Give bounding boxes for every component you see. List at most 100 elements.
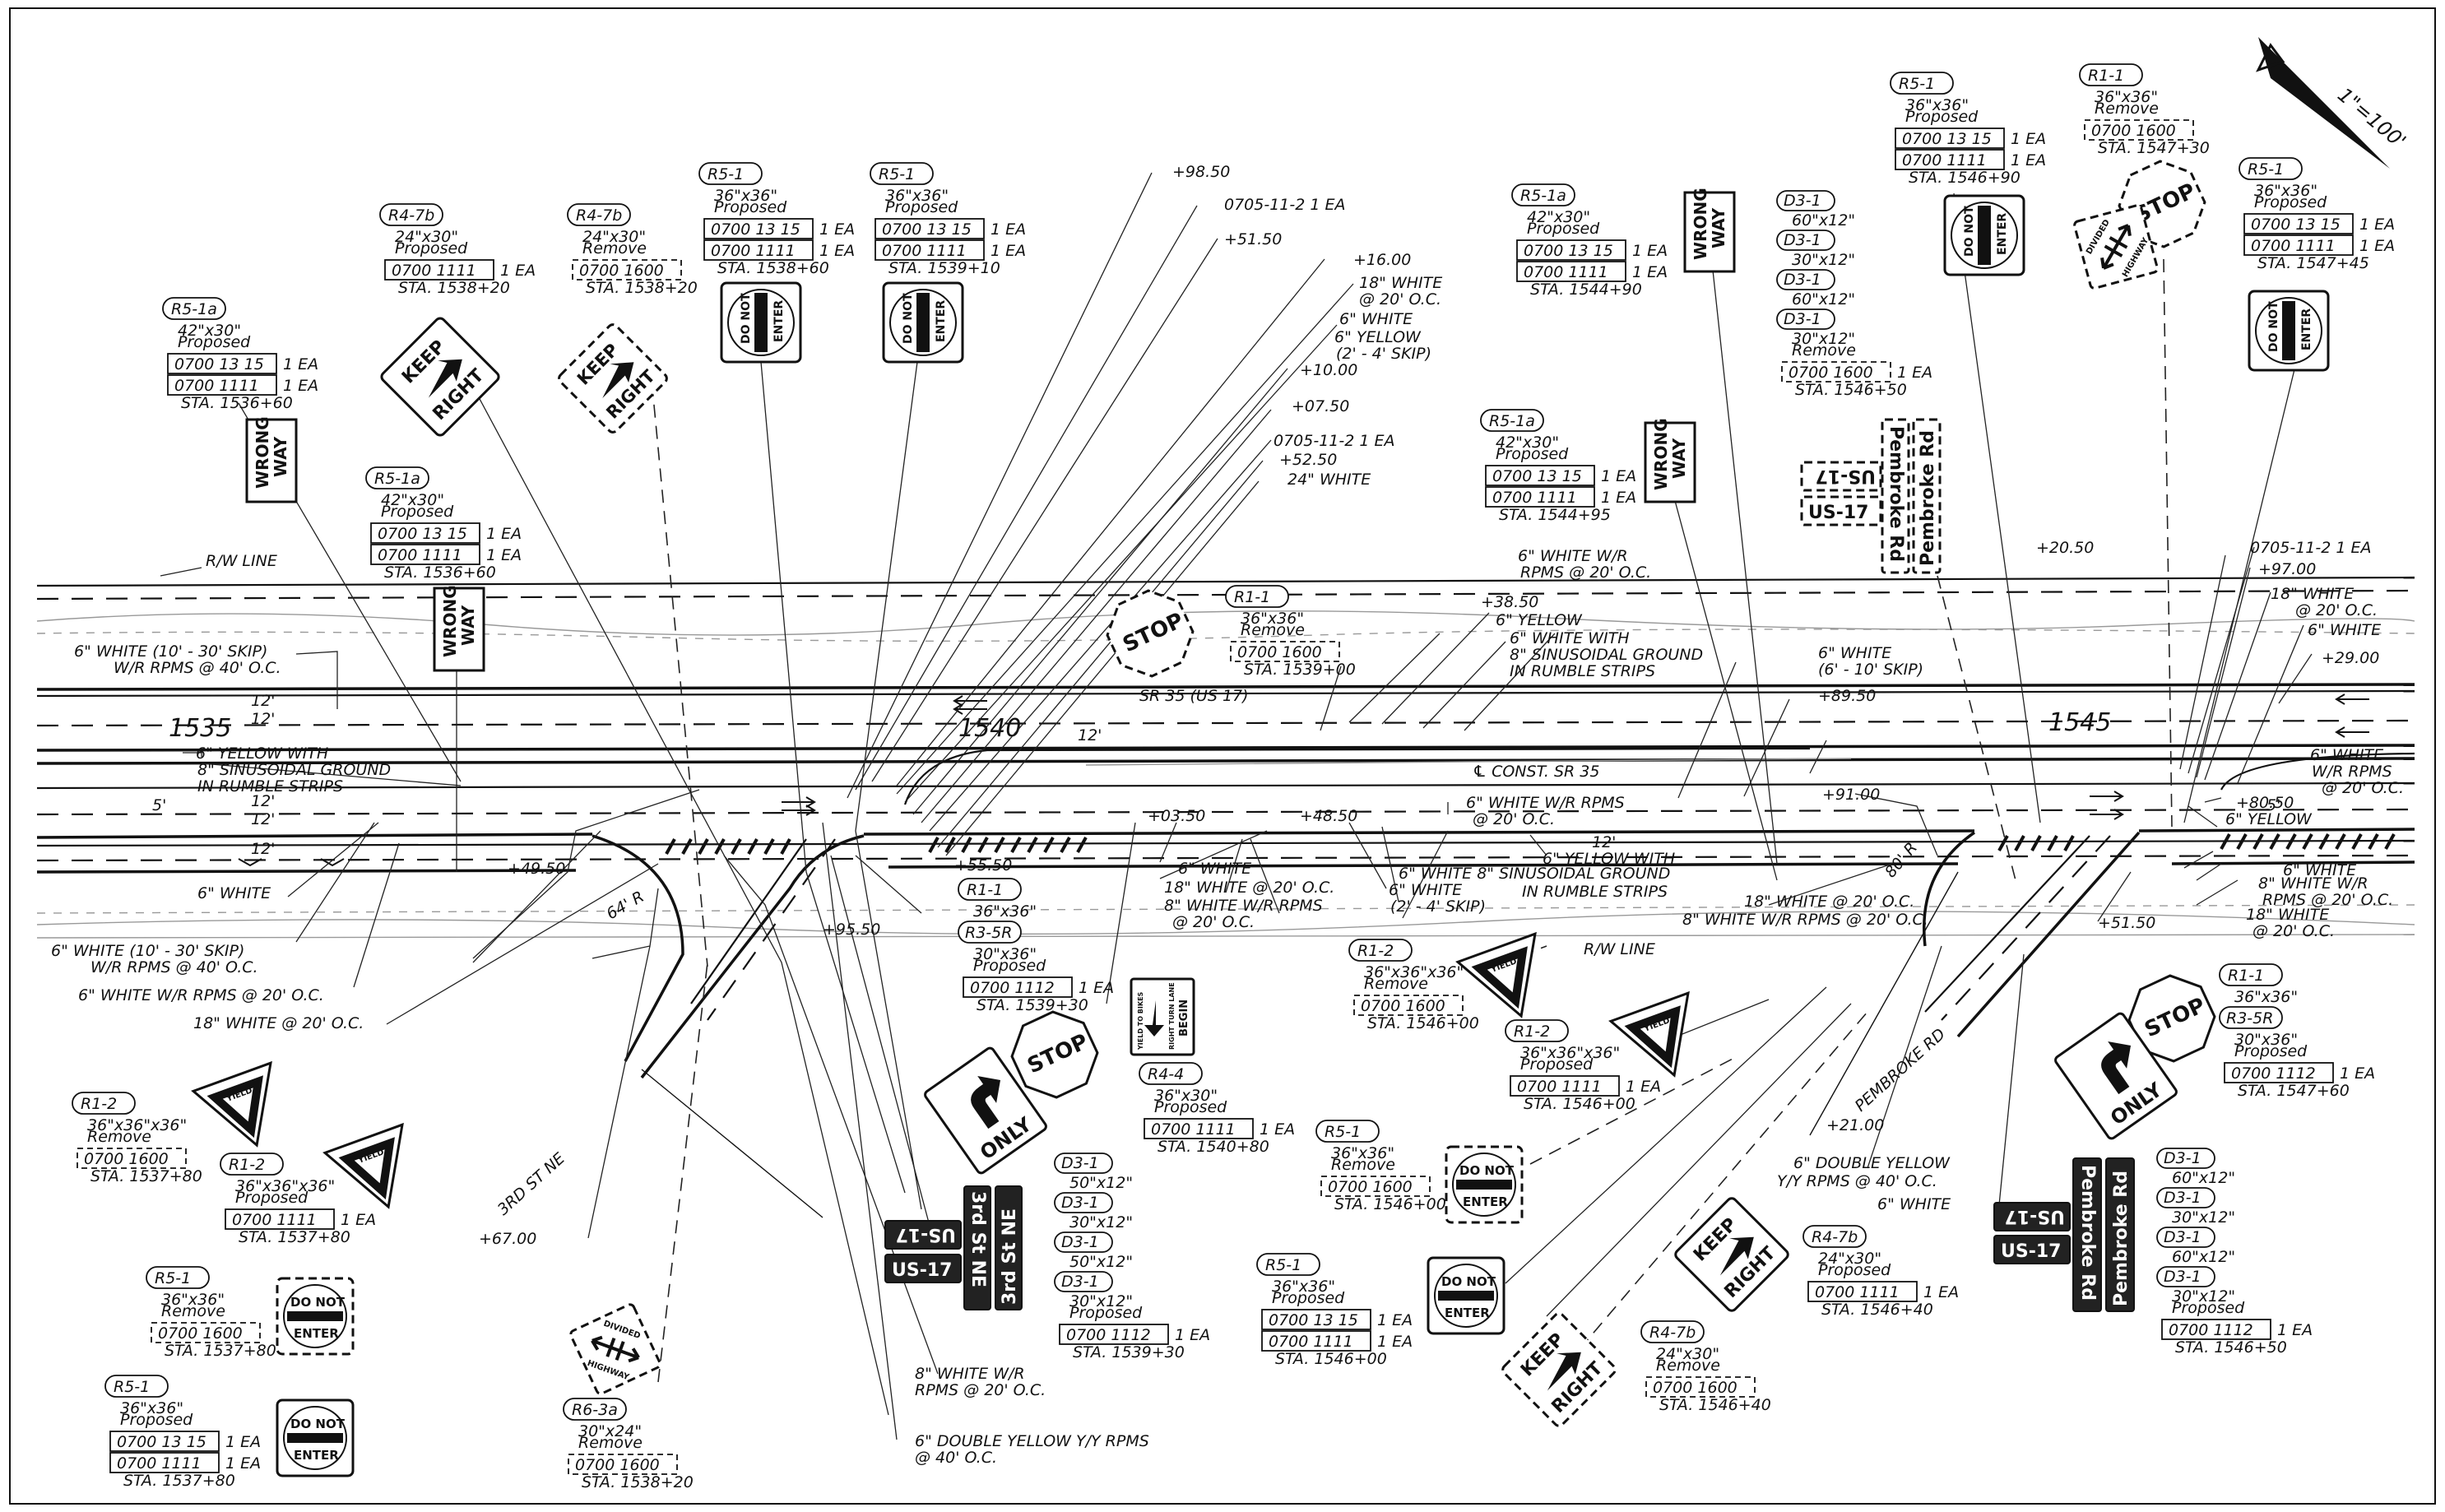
sign-code: R1-2 [81, 1095, 117, 1113]
quantity: 1 EA [500, 262, 536, 280]
pay-item-box [875, 218, 985, 239]
marking-label: +03.50 [1148, 807, 1205, 825]
sign-status: Proposed [1069, 1304, 1143, 1322]
north-arrow: 1"=100' [2256, 37, 2410, 169]
marking-label: RPMS @ 20' O.C. [1520, 564, 1651, 582]
us17-text: US-17 [2001, 1241, 2061, 1262]
pay-item-box [151, 1322, 261, 1343]
do-not-enter-sign: DO NOT ENTER [276, 1398, 355, 1477]
marking-label: 0705-11-2 1 EA [2250, 539, 2372, 557]
pay-item: 0700 1600 [1237, 643, 1322, 661]
station-text: STA. 1538+20 [586, 279, 698, 297]
sign-status: Remove [1331, 1156, 1395, 1174]
marking-label: 6" WHITE (10' - 30' SKIP) [74, 642, 267, 661]
pay-item: 0700 13 15 [2251, 216, 2341, 234]
station-text: STA. 1546+90 [1909, 169, 2020, 187]
do-not-enter-sign: DO NOT ENTER [720, 281, 802, 364]
pay-item: 0700 1111 [1492, 489, 1577, 507]
marking-label: +20.50 [2036, 539, 2094, 557]
sign-code: R5-1 [155, 1269, 191, 1287]
us17-text: US-17 [1816, 466, 1876, 486]
marking-label: 6" WHITE [197, 884, 271, 902]
marking-label: +51.50 [1224, 230, 1282, 248]
callout-c21: D3-150"x12"D3-130"x12"D3-150"x12"D3-130"… [1054, 1153, 1210, 1361]
third-st-text: 3rd St NE [1000, 1208, 1020, 1305]
marking-label: 6" YELLOW [2225, 810, 2313, 828]
pay-item-box [1516, 239, 1626, 261]
quantity: 1 EA [819, 242, 855, 260]
wrong-way-sign: WRONG WAY [1683, 188, 1736, 273]
sign-size: 30"x12" [1792, 330, 1855, 348]
sign-code-pill [2219, 963, 2283, 986]
quantity: 1 EA [2277, 1321, 2313, 1339]
marking-label: 6" DOUBLE YELLOW [1793, 1154, 1951, 1172]
sign-code-pill [1776, 230, 1835, 251]
station-text: STA. 1546+40 [1821, 1301, 1933, 1319]
sign-status: Proposed [2254, 193, 2327, 211]
marking-label: Y/Y RPMS @ 40' O.C. [1777, 1172, 1937, 1190]
sign-size: 36"x36" [1241, 610, 1304, 628]
marking-label: 8" SINUSOIDAL GROUND [1510, 646, 1703, 664]
sign-code: R4-7b [1812, 1228, 1858, 1246]
sign-code-pill [1256, 1253, 1320, 1276]
marking-labels: 6" WHITE (10' - 30' SKIP) W/R RPMS @ 40'… [51, 163, 2404, 1467]
sign-size: 60"x12" [2172, 1169, 2235, 1187]
station-text: STA. 1544+90 [1530, 281, 1642, 299]
sign-code: R1-2 [1357, 942, 1394, 960]
marking-label: +52.50 [1279, 451, 1337, 469]
pay-item: 0700 13 15 [1269, 1311, 1358, 1329]
lane-width: 12' [251, 810, 275, 828]
sign-size: 60"x12" [1792, 211, 1855, 230]
sign-code-pill [1054, 1231, 1113, 1253]
sign-code: R4-7b [576, 206, 622, 225]
marking-label: @ 20' O.C. [2322, 779, 2404, 797]
pay-item-box [1645, 1376, 1756, 1398]
pay-item-box [1230, 641, 1340, 662]
sign-code-pill [1225, 585, 1289, 608]
sign-code-pill [1348, 939, 1413, 962]
quantity: 1 EA [1626, 1078, 1661, 1096]
us17-text: US-17 [896, 1224, 956, 1245]
station-text: STA. 1546+50 [2175, 1338, 2287, 1357]
station-text: STA. 1538+20 [398, 279, 510, 297]
station-text: STA. 1546+50 [1795, 381, 1907, 399]
sign-size: 36"x36" [1331, 1144, 1394, 1162]
do-not-text: DO NOT [290, 1417, 346, 1431]
yield-sign: YIELD [322, 1122, 404, 1209]
pay-item: 0700 1600 [158, 1324, 243, 1343]
marking-label: +16.00 [1353, 251, 1411, 269]
wrong-way-sign: WRONG WAY [1644, 418, 1696, 503]
pembroke-text: Pembroke Rd [2077, 1165, 2098, 1301]
pay-item-box [1261, 1309, 1371, 1330]
sign-size: 36"x36" [120, 1399, 183, 1417]
sign-size: 24"x30" [582, 228, 646, 246]
quantity: 1 EA [1601, 489, 1636, 507]
do-not-text: DO NOT [1963, 206, 1976, 257]
pay-item: 0700 1112 [970, 979, 1055, 997]
sign-status: Proposed [1496, 445, 1569, 463]
station-text: STA. 1546+00 [1524, 1095, 1635, 1113]
quantity: 1 EA [2359, 237, 2395, 255]
sign-code: D3-1 [1061, 1194, 1099, 1212]
sign-size: 36"x36" [714, 187, 777, 205]
marking-label: +98.50 [1172, 163, 1230, 181]
sign-size: 42"x30" [178, 322, 241, 340]
enter-text: ENTER [1445, 1306, 1490, 1320]
quantity: 1 EA [1260, 1120, 1295, 1139]
sign-code: R1-2 [1514, 1023, 1550, 1041]
turn-arrow-icon [971, 1076, 1001, 1129]
keep-right-sign-remove: KEEP RIGHT [1501, 1312, 1617, 1427]
marking-label: +97.00 [2258, 560, 2316, 578]
yield-sign: YIELD [1455, 931, 1537, 1018]
station-1545: 1545 [2048, 708, 2111, 737]
pay-item-box [963, 976, 1073, 998]
